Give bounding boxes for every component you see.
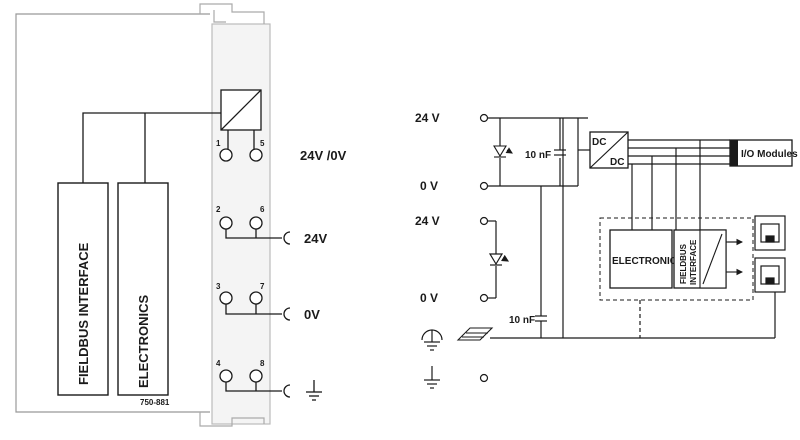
dc-converter-symbol bbox=[220, 89, 262, 131]
functional-earth-icon bbox=[424, 366, 440, 389]
capacitor-top-label: 10 nF bbox=[525, 150, 551, 161]
dc-out-label: DC bbox=[610, 157, 624, 168]
ground-icon bbox=[306, 380, 322, 401]
schematic-electronics-box: ELECTRONICS bbox=[609, 229, 684, 289]
capacitor-bottom-label: 10 nF bbox=[509, 315, 535, 326]
terminal-2 bbox=[219, 216, 233, 230]
supply-24v-mid-label: 24 V bbox=[415, 214, 440, 228]
supply-0v-top-label: 0 V bbox=[420, 179, 438, 193]
fieldbus-interface-label: FIELDBUS INTERFACE bbox=[76, 242, 91, 385]
module-bus-wires bbox=[82, 112, 221, 183]
terminal-number-4: 4 bbox=[216, 359, 221, 368]
io-bus-lines bbox=[628, 139, 730, 230]
supply-terminal-label: 24V /0V bbox=[300, 148, 347, 163]
v24-terminal-label: 24V bbox=[304, 231, 327, 246]
internal-boundary bbox=[599, 217, 754, 301]
rj45-port-bottom bbox=[754, 257, 786, 293]
terminal-6 bbox=[249, 216, 263, 230]
fieldbus-interface-block: FIELDBUS INTERFACE bbox=[57, 182, 109, 396]
supply-0v-mid-label: 0 V bbox=[420, 291, 438, 305]
part-number: 750-881 bbox=[140, 398, 170, 407]
terminal-numbers: 1 5 2 6 3 7 4 8 bbox=[216, 139, 265, 368]
supply-24v-top-label: 24 V bbox=[415, 111, 440, 125]
terminal-number-8: 8 bbox=[260, 359, 265, 368]
terminal-number-3: 3 bbox=[216, 282, 221, 291]
terminal-7 bbox=[249, 291, 263, 305]
capacitor-bottom bbox=[535, 315, 547, 338]
network-arrows bbox=[726, 238, 744, 276]
terminal-number-5: 5 bbox=[260, 139, 265, 148]
electronics-label: ELECTRONICS bbox=[136, 295, 151, 389]
terminal-number-7: 7 bbox=[260, 282, 265, 291]
terminal-number-6: 6 bbox=[260, 205, 265, 214]
terminal-5 bbox=[249, 148, 263, 162]
schematic-electronics-label: ELECTRONICS bbox=[612, 256, 684, 267]
dc-dc-converter: DC DC bbox=[589, 131, 629, 169]
terminal-number-1: 1 bbox=[216, 139, 221, 148]
terminal-group bbox=[219, 130, 291, 398]
schematic-fieldbus-label-2: INTERFACE bbox=[689, 239, 698, 285]
schematic-fieldbus-label-1: FIELDBUS bbox=[679, 243, 688, 284]
protective-earth-icon bbox=[421, 329, 443, 351]
io-modules-label: I/O Modules bbox=[741, 149, 798, 160]
schematic-terminals bbox=[479, 113, 489, 383]
ground-bus bbox=[490, 118, 776, 339]
terminal-1 bbox=[219, 148, 233, 162]
dc-in-label: DC bbox=[592, 137, 606, 148]
mid-supply-wiring bbox=[488, 220, 510, 299]
terminal-3 bbox=[219, 291, 233, 305]
v0-terminal-label: 0V bbox=[304, 307, 320, 322]
terminal-number-2: 2 bbox=[216, 205, 221, 214]
rj45-port-top bbox=[754, 215, 786, 251]
din-rail-contact-icon bbox=[456, 327, 494, 341]
schematic-fieldbus-box: FIELDBUS INTERFACE bbox=[673, 229, 727, 289]
io-modules-box: I/O Modules bbox=[729, 139, 798, 167]
led-indicator-top bbox=[493, 145, 513, 158]
electronics-block: ELECTRONICS bbox=[117, 182, 169, 396]
terminal-8 bbox=[249, 369, 263, 383]
terminal-4 bbox=[219, 369, 233, 383]
